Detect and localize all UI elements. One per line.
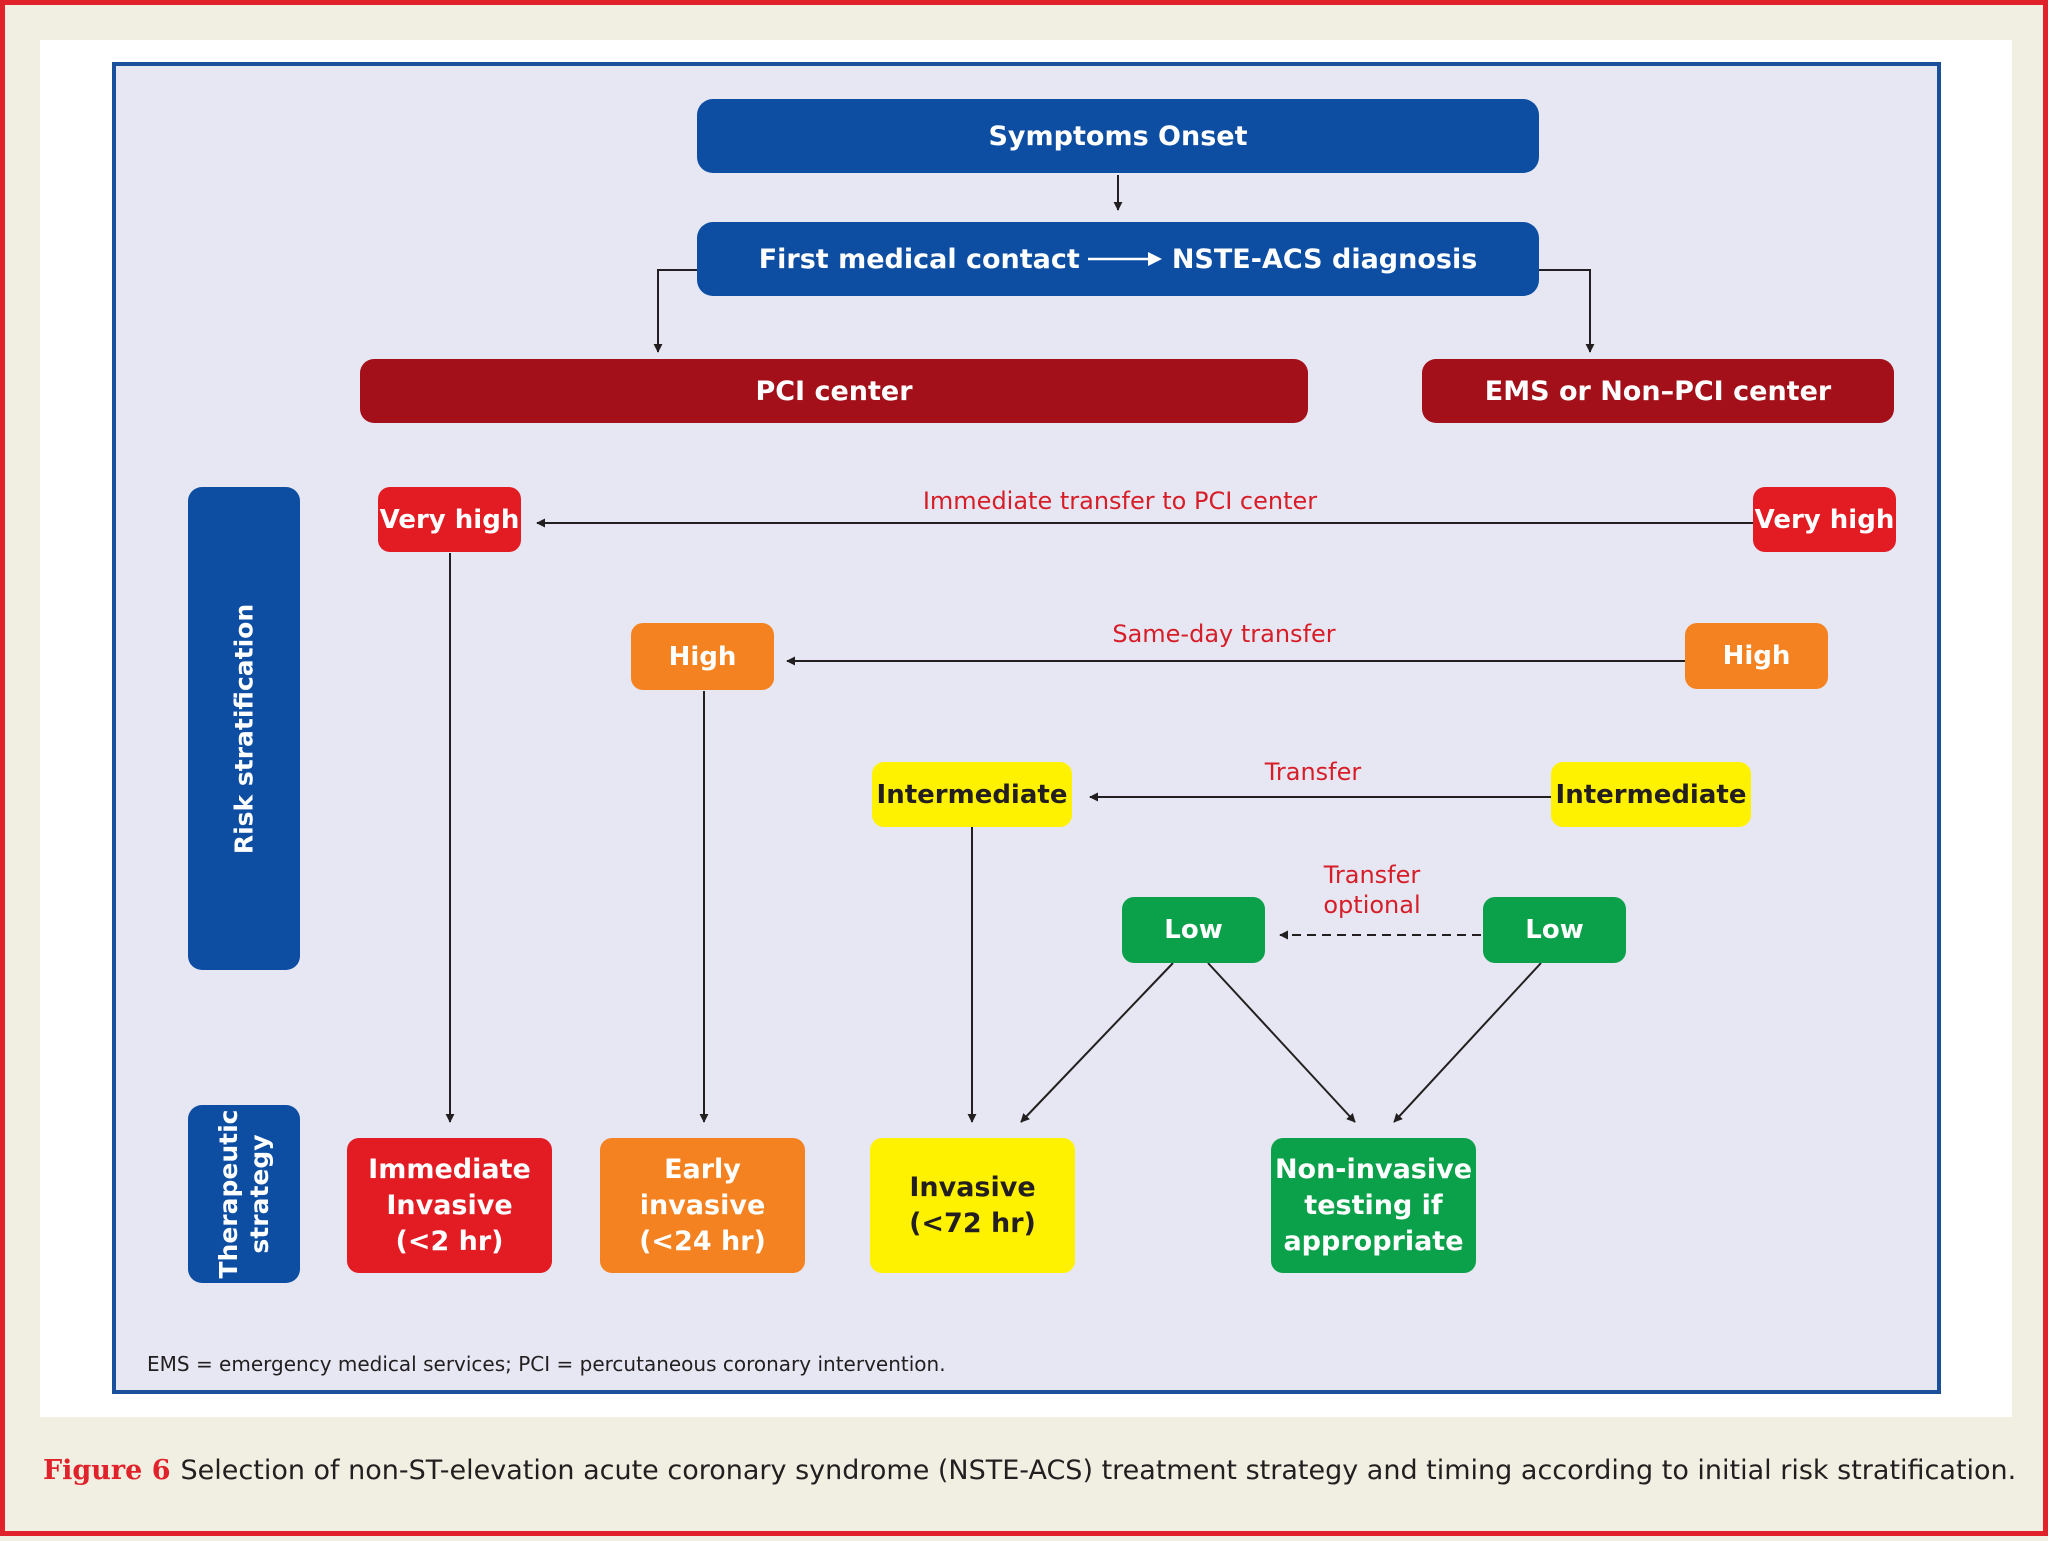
risk-intermediate-pci-label: Intermediate [876,779,1068,810]
risk-high-ems: High [1685,623,1828,689]
ems-center-box: EMS or Non–PCI center [1422,359,1894,423]
risk-low-ems-label: Low [1525,915,1584,945]
same-day-transfer-label: Same-day transfer [1112,620,1336,648]
therapeutic-strategy-bar: Therapeutic strategy [188,1105,300,1283]
right-arrow-icon [1087,252,1162,266]
arrow-low-pci-to-invasive [1020,962,1174,1123]
risk-stratification-label: Risk stratification [229,603,259,854]
risk-very-high-ems-label: Very high [1754,504,1895,535]
first-contact-box: First medical contact NSTE-ACS diagnosis [697,222,1539,296]
strategy-invasive: Invasive (<72 hr) [870,1138,1075,1273]
risk-low-ems: Low [1483,897,1626,963]
figure-caption: Figure 6 Selection of non-ST-elevation ac… [43,1451,2018,1490]
risk-low-pci-label: Low [1164,915,1223,945]
connector-arrows [445,175,1753,1123]
nste-acs-diagnosis-label: NSTE-ACS diagnosis [1171,243,1478,275]
strategy-early-invasive-label: Early invasive (<24 hr) [639,1153,766,1257]
arrow-contact-to-pci [653,269,697,353]
risk-very-high-pci: Very high [378,487,521,552]
abbreviations-note: EMS = emergency medical services; PCI = … [147,1352,946,1376]
strategy-early-invasive: Early invasive (<24 hr) [600,1138,805,1273]
pci-center-box: PCI center [360,359,1308,423]
arrow-contact-to-ems [1538,269,1595,353]
risk-very-high-ems: Very high [1753,487,1896,552]
risk-intermediate-pci: Intermediate [872,762,1072,827]
risk-stratification-bar: Risk stratification [188,487,300,970]
risk-intermediate-ems: Intermediate [1551,762,1751,827]
risk-intermediate-ems-label: Intermediate [1555,779,1747,810]
first-contact-label: First medical contact [758,243,1080,275]
immediate-transfer-label: Immediate transfer to PCI center [922,487,1318,515]
figure-caption-text: Selection of non-ST-elevation acute coro… [180,1455,2017,1486]
strategy-noninvasive-testing: Non-invasive testing if appropriate [1271,1138,1476,1273]
arrow-low-pci-to-noninvasive [1207,962,1356,1123]
figure-number: Figure 6 [43,1455,171,1486]
arrow-low-ems-to-noninvasive [1393,962,1542,1123]
symptoms-onset-box: Symptoms Onset [697,99,1539,173]
therapeutic-strategy-label: Therapeutic strategy [214,1109,274,1279]
strategy-immediate-invasive: Immediate Invasive (<2 hr) [347,1138,552,1273]
ems-center-label: EMS or Non–PCI center [1484,375,1832,407]
risk-high-pci: High [631,623,774,690]
strategy-noninvasive-testing-label: Non-invasive testing if appropriate [1274,1153,1473,1257]
pci-center-label: PCI center [755,375,913,407]
transfer-label: Transfer [1264,758,1362,786]
strategy-invasive-label: Invasive (<72 hr) [909,1171,1036,1239]
strategy-immediate-invasive-label: Immediate Invasive (<2 hr) [368,1153,531,1257]
risk-very-high-pci-label: Very high [379,504,520,535]
symptoms-onset-label: Symptoms Onset [988,120,1248,152]
risk-high-ems-label: High [1722,641,1791,671]
risk-low-pci: Low [1122,897,1265,963]
transfer-optional-label: Transfer optional [1323,861,1421,919]
risk-high-pci-label: High [668,641,737,672]
